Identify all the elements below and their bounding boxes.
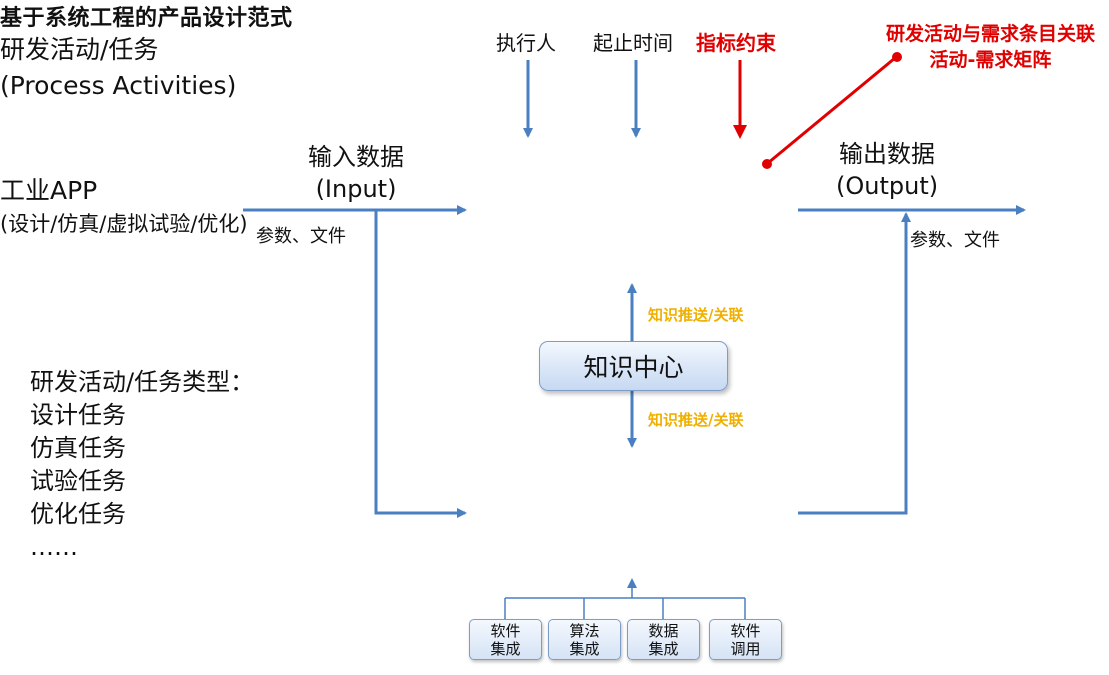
process-title: 研发活动/任务	[0, 35, 159, 64]
output-sub-label: 参数、文件	[910, 230, 1000, 251]
input-to-app-arrow	[374, 210, 467, 518]
knowledge-push-label-up: 知识推送/关联	[648, 306, 744, 324]
executor-label: 执行人	[496, 31, 556, 55]
output-label-cn: 输出数据	[839, 140, 936, 168]
input-label-en: (Input)	[315, 175, 397, 203]
annotation-text: 研发活动与需求条目关联 活动-需求矩阵	[886, 21, 1095, 73]
input-sub-label: 参数、文件	[256, 226, 346, 247]
page-title: 基于系统工程的产品设计范式	[0, 6, 293, 31]
task-type-item: ……	[30, 533, 78, 561]
module-data-integration: 数据 集成	[627, 619, 700, 660]
input-label-cn: 输入数据	[308, 143, 404, 171]
process-subtitle: (Process Activities)	[0, 71, 237, 100]
app-title: 工业APP	[0, 176, 98, 205]
module-line2: 集成	[569, 639, 600, 658]
annotation-dot-start	[892, 52, 902, 62]
app-to-output-arrow	[798, 212, 911, 515]
process-activities-box: 研发活动/任务 (Process Activities)	[0, 32, 330, 174]
module-algorithm-integration: 算法 集成	[548, 619, 621, 660]
output-label: 输出数据 (Output)	[836, 138, 938, 202]
module-line2: 集成	[490, 639, 521, 658]
task-types-heading: 研发活动/任务类型：	[30, 368, 255, 396]
module-line2: 集成	[648, 639, 679, 658]
annotation-pointer	[767, 56, 896, 165]
annotation-dot-end	[762, 159, 772, 169]
module-line1: 数据	[648, 621, 679, 640]
task-type-item: 仿真任务	[30, 434, 126, 462]
input-label: 输入数据 (Input)	[308, 141, 404, 205]
task-type-item: 设计任务	[30, 401, 126, 429]
module-line1: 软件	[490, 621, 521, 640]
module-software-integration: 软件 集成	[469, 619, 542, 660]
task-types-list: 研发活动/任务类型： 设计任务 仿真任务 试验任务 优化任务 ……	[30, 366, 254, 564]
task-type-item: 试验任务	[30, 467, 126, 495]
annotation-line2: 活动-需求矩阵	[929, 49, 1052, 71]
knowledge-push-label-down: 知识推送/关联	[648, 411, 744, 429]
output-label-en: (Output)	[836, 172, 939, 200]
module-line1: 算法	[569, 621, 600, 640]
app-subtitle: (设计/仿真/虚拟试验/优化)	[0, 212, 248, 236]
annotation-line1: 研发活动与需求条目关联	[885, 23, 1095, 45]
time-label: 起止时间	[593, 31, 673, 55]
industrial-app-box: 工业APP (设计/仿真/虚拟试验/优化)	[0, 174, 330, 302]
module-software-invocation: 软件 调用	[709, 619, 782, 660]
knowledge-center-box: 知识中心	[539, 341, 728, 391]
constraint-label: 指标约束	[696, 31, 776, 55]
module-line2: 调用	[730, 639, 761, 658]
module-line1: 软件	[730, 621, 761, 640]
task-type-item: 优化任务	[30, 500, 126, 528]
